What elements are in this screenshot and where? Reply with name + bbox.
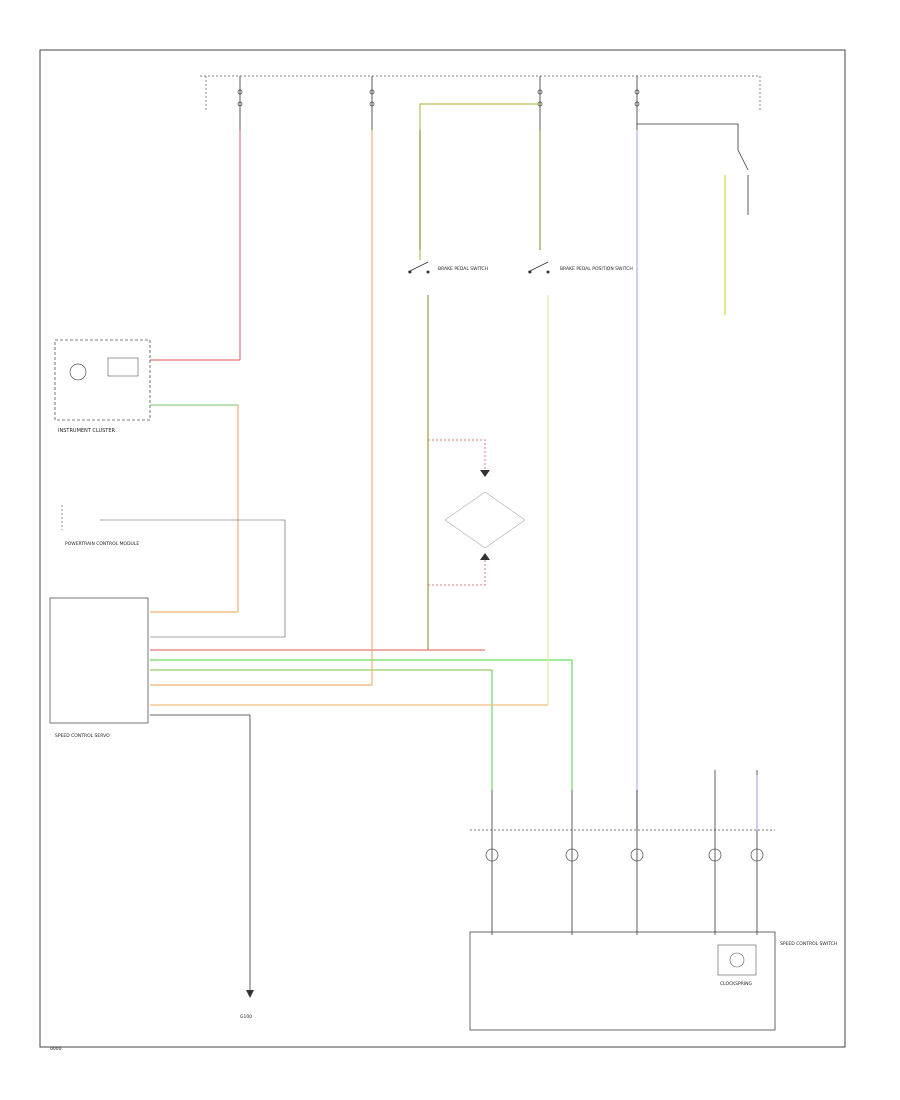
fuse-column-4 bbox=[634, 76, 640, 130]
brake-switch-label: BRAKE PEDAL SWITCH bbox=[438, 266, 488, 272]
instrument-cluster-box bbox=[54, 339, 151, 421]
instrument-cluster-label: INSTRUMENT CLUSTER bbox=[58, 428, 116, 434]
ground-diamond bbox=[444, 491, 526, 549]
bpp-switch-label: BRAKE PEDAL POSITION SWITCH bbox=[560, 266, 633, 272]
speed-control-label: SPEED CONTROL SERVO bbox=[55, 733, 110, 739]
speed-control-box bbox=[49, 597, 149, 724]
pcm-label: POWERTRAIN CONTROL MODULE bbox=[65, 541, 139, 547]
ground-label: G100 bbox=[240, 1014, 252, 1020]
clockspring-label: CLOCKSPRING bbox=[720, 981, 753, 987]
page-code: 0000 bbox=[50, 1046, 62, 1052]
fuse-column-2 bbox=[369, 76, 375, 130]
speed-control-switch-label: SPEED CONTROL SWITCH bbox=[780, 941, 837, 947]
diagram-frame bbox=[39, 49, 846, 1048]
fuse-column-3 bbox=[537, 76, 543, 130]
wire-olive-1 bbox=[419, 103, 540, 260]
speed-control-switch-box bbox=[469, 931, 776, 1031]
connector-pins bbox=[485, 770, 764, 935]
